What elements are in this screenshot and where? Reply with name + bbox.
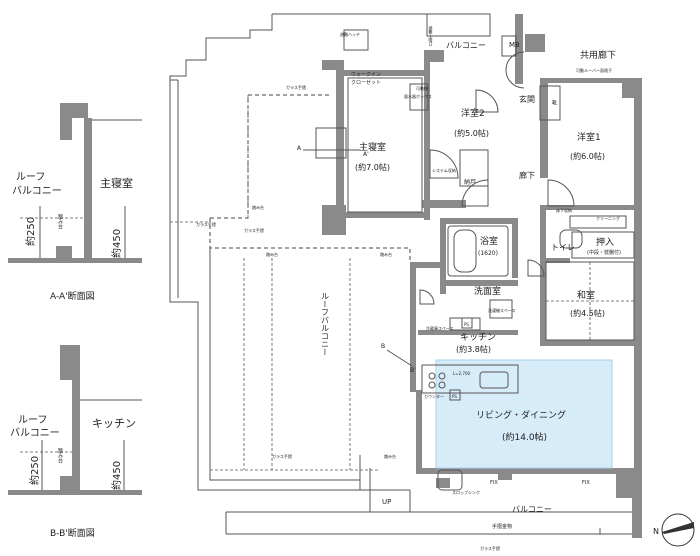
label-step3: 踏み台 bbox=[384, 453, 396, 459]
room-corridor-name: 廊下 bbox=[519, 170, 535, 180]
room-roof-balcony-name: ルーフバルコニー bbox=[321, 292, 330, 356]
label-ps1: PS bbox=[464, 322, 469, 327]
section-aa-diagram: ルーフ バルコニー 主寝室 踏み台 約250 約450 A-A'断面図 bbox=[8, 103, 142, 302]
room-wic-name: ウォークイン bbox=[351, 71, 381, 78]
room-common-corridor-name: 共用廊下 bbox=[580, 49, 616, 61]
label-slop-sink: スロップシンク bbox=[452, 489, 480, 495]
section-aa-master-bedroom: 主寝室 bbox=[100, 176, 133, 190]
room-kitchen-name: キッチン bbox=[460, 332, 496, 343]
section-markers bbox=[303, 149, 413, 367]
label-washer: 洗濯機スペース bbox=[488, 307, 516, 313]
plan-beams bbox=[170, 95, 380, 471]
room-master-bedroom-name: 主寝室 bbox=[359, 141, 386, 153]
room-balcony-top-name: バルコニー bbox=[446, 41, 486, 50]
room-kitchen-size: (約3.8帖) bbox=[456, 344, 491, 354]
label-step2: 踏み台 bbox=[266, 251, 278, 257]
label-a-mark: A bbox=[297, 145, 302, 152]
label-glass-rail-top: ガラス手摺 bbox=[286, 84, 306, 90]
label-b-prime: B' bbox=[410, 367, 416, 374]
label-b-mark: B bbox=[381, 343, 385, 350]
plan-doors bbox=[419, 51, 575, 305]
section-bb-caption: B-B'断面図 bbox=[50, 527, 95, 539]
room-japanese-name: 和室 bbox=[577, 289, 595, 301]
label-sliding-grille: 可動ルーバー面格子 bbox=[576, 67, 612, 73]
label-counter: カウンター bbox=[424, 393, 444, 399]
section-bb-diagram: ルーフ バルコニー キッチン 踏み台 約250 約450 B-B'断面図 bbox=[8, 345, 142, 539]
label-cleaning: クリーニング bbox=[596, 215, 620, 221]
room-japanese-size: (約4.5帖) bbox=[570, 308, 605, 318]
section-aa-roof-line1: ルーフ bbox=[16, 172, 45, 183]
room-entrance-name: 玄関 bbox=[519, 94, 535, 104]
room-oshiire-size: (中段・枕棚付) bbox=[587, 249, 621, 256]
room-wic-name2: クローゼット bbox=[351, 79, 381, 86]
label-water-box: 量水器ボックス bbox=[404, 93, 432, 99]
plan-walls bbox=[322, 14, 642, 538]
room-shoe-name: 靴 bbox=[551, 99, 557, 106]
room-washroom-name: 洗面室 bbox=[474, 285, 501, 297]
room-master-bedroom-size: (約7.0帖) bbox=[355, 162, 390, 172]
room-oshiire-name: 押入 bbox=[596, 236, 614, 248]
room-balcony-bottom-name: バルコニー bbox=[512, 505, 552, 514]
room-bath-size: (1620) bbox=[478, 250, 498, 257]
room-living-size: (約14.0帖) bbox=[502, 431, 547, 443]
label-escape-ladder: 避難上階口 bbox=[429, 25, 434, 47]
room-western1-name: 洋室1 bbox=[577, 131, 601, 143]
label-refrigerator: 冷蔵庫スペース bbox=[426, 325, 454, 331]
section-aa-caption: A-A'断面図 bbox=[50, 290, 95, 302]
room-living-name: リビング・ダイニング bbox=[476, 409, 566, 421]
room-western2-size: (約5.0帖) bbox=[454, 128, 489, 138]
plan-fixtures bbox=[315, 29, 635, 534]
section-aa-dim-250: 約250 bbox=[24, 217, 37, 246]
label-step4: 踏み台 bbox=[380, 251, 392, 257]
section-bb-dim-250: 約250 bbox=[28, 456, 41, 485]
section-bb-roof-line2: バルコニー bbox=[10, 427, 60, 439]
label-glass-rail-mid: ガラス手摺 bbox=[196, 221, 216, 227]
label-up: UP bbox=[382, 498, 391, 506]
label-ps2: PS bbox=[452, 394, 457, 399]
section-bb-dim-450: 約450 bbox=[110, 461, 123, 490]
label-glass-rail-side: ガラス手摺 bbox=[244, 227, 264, 233]
label-mb: MB bbox=[509, 41, 520, 49]
label-a-prime: A' bbox=[363, 151, 369, 158]
section-aa-roof-line2: バルコニー bbox=[12, 185, 62, 197]
room-storage-name: 納戸 bbox=[464, 178, 476, 186]
label-floor-storage: 床下収納 bbox=[556, 207, 572, 213]
section-aa-dim-450: 約450 bbox=[110, 229, 123, 258]
room-western2-name: 洋室2 bbox=[461, 107, 485, 119]
label-l-dim: L=2,700 bbox=[453, 371, 470, 376]
plan-labels: 主寝室 (約7.0帖) 洋室2 (約5.0帖) 洋室1 (約6.0帖) 浴室 (… bbox=[196, 25, 621, 551]
section-bb-step: 踏み台 bbox=[57, 447, 63, 464]
label-fix2: FIX bbox=[582, 480, 590, 486]
room-bath-name: 浴室 bbox=[480, 235, 498, 247]
section-aa-step: 踏み台 bbox=[57, 213, 63, 230]
north-arrow-icon: N bbox=[653, 513, 695, 547]
label-hand-rail: 手摺金物 bbox=[492, 523, 512, 530]
label-glass-rail-foot: ガラス手摺 bbox=[480, 545, 500, 551]
label-glass-rail-bottom: ガラス手摺 bbox=[272, 453, 292, 459]
section-bb-kitchen: キッチン bbox=[92, 417, 136, 430]
label-system-storage: システム収納 bbox=[432, 167, 456, 173]
label-hatch: 避難ハッチ bbox=[340, 31, 360, 37]
room-toilet-name: トイレ bbox=[551, 243, 575, 252]
label-north: N bbox=[653, 527, 659, 536]
section-bb-roof-line1: ルーフ bbox=[18, 415, 47, 426]
label-closet: 可動棚 bbox=[416, 85, 428, 91]
label-step1: 踏み台 bbox=[252, 204, 264, 210]
room-western1-size: (約6.0帖) bbox=[570, 151, 605, 161]
label-fix1: FIX bbox=[490, 480, 498, 486]
